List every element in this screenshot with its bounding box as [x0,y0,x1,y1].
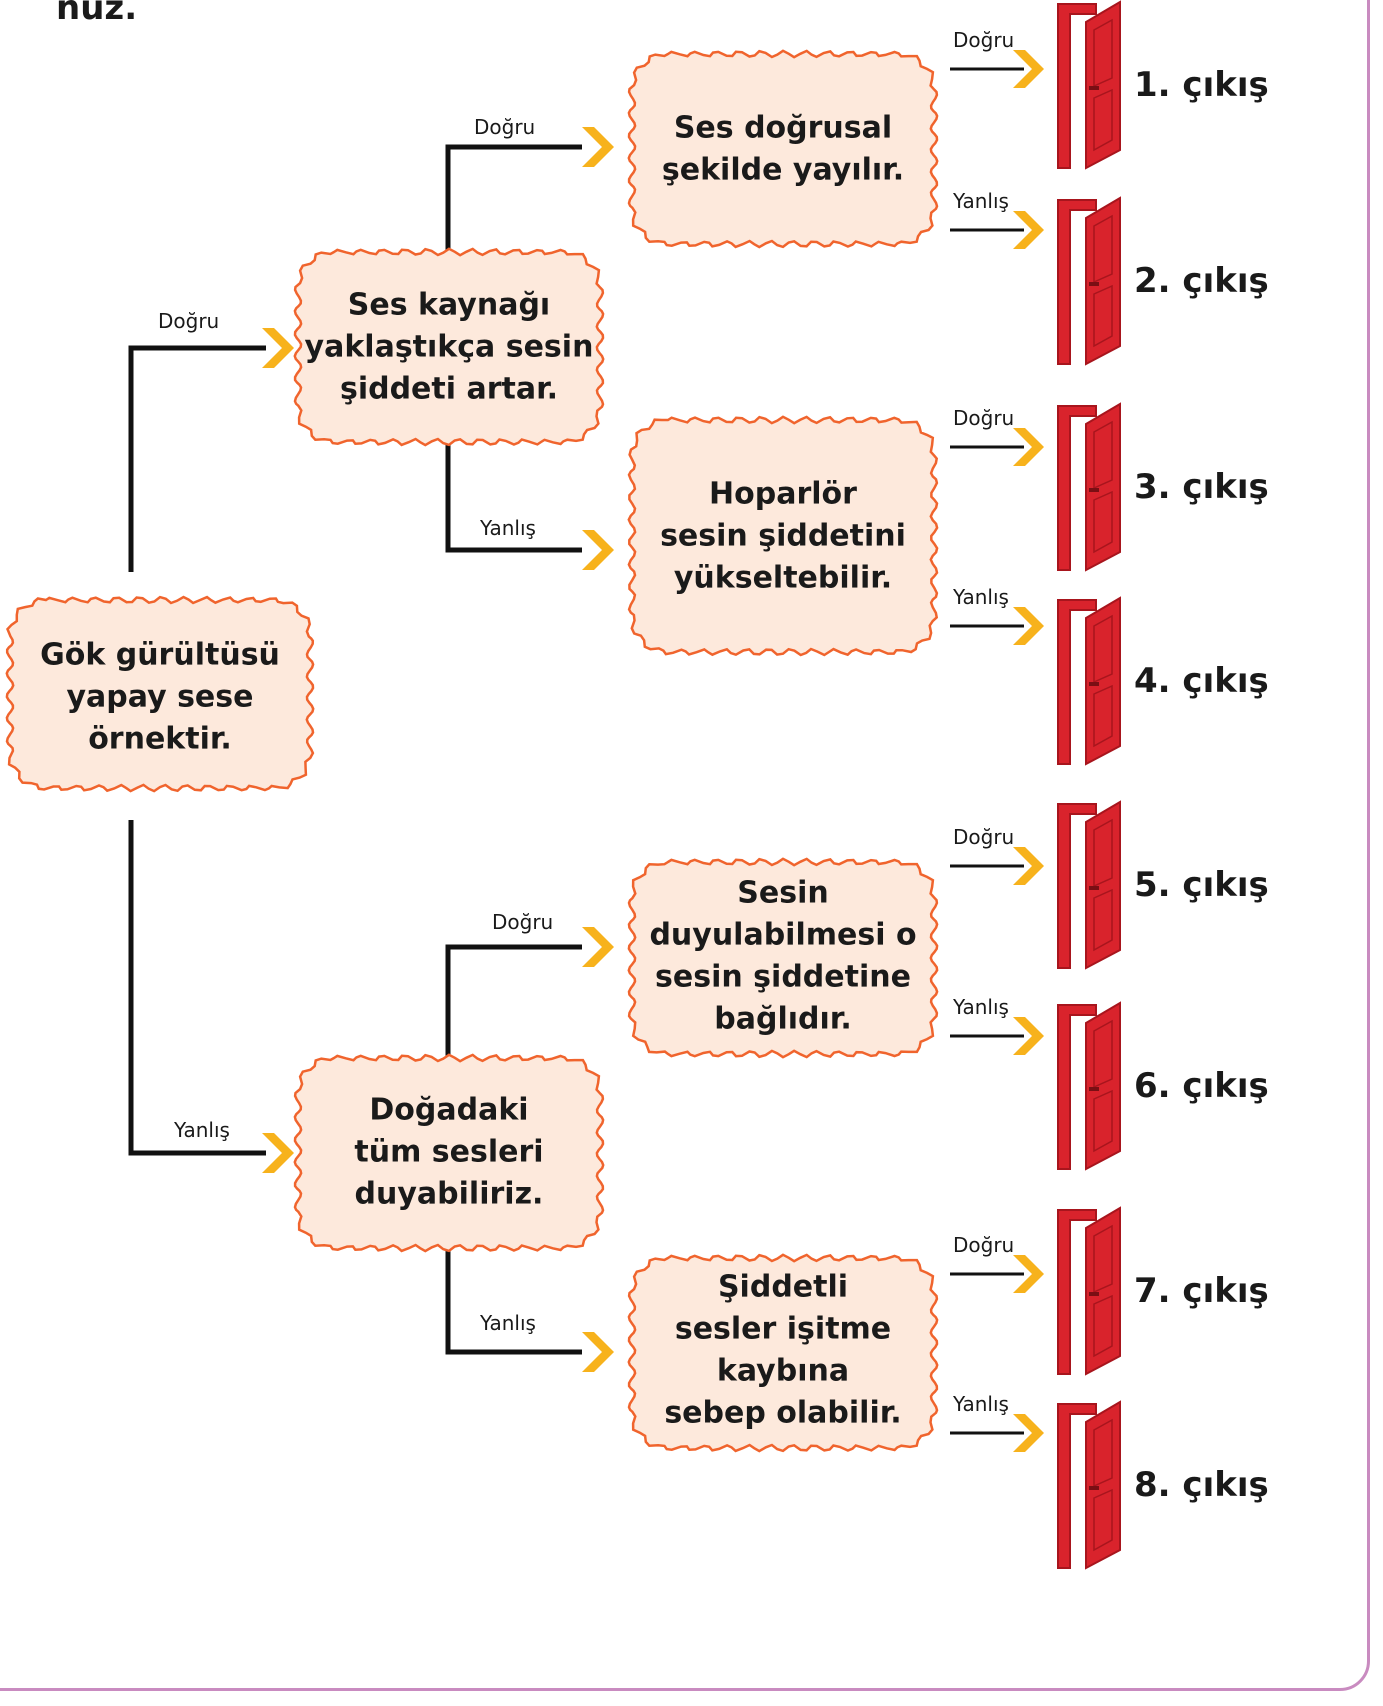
arrow-head [582,927,614,967]
box-text-line: Gök gürültüsü [40,638,280,673]
statement-box-root: Gök gürültüsü yapay sese örnektir. [5,595,315,793]
door-icon [1057,0,1121,170]
statement-box-l1-true: Ses kaynağı yaklaştıkça sesin şiddeti arta… [293,247,605,447]
statement-box-l2-d: Şiddetli sesler işitme kaybına sebep olabil… [627,1253,939,1453]
box-text-line: yapay sese [66,680,253,715]
door-icon [1057,196,1121,366]
statement-box-l2-c: Sesin duyulabilmesi o sesin şiddetine bağlı… [627,857,939,1059]
box-outline [627,1253,939,1453]
box-text-line: örnektir. [88,722,232,757]
arrow-head [262,328,294,368]
exit-label-4: 4. çıkış [1134,661,1269,701]
exit-labels: 1. çıkış 2. çıkış 3. çıkış 4. çıkış 5. çıkış… [1134,65,1269,1505]
branch-labels: DoğruYanlışDoğruYanlışDoğruYanlışDoğruYa… [158,28,1014,1416]
statement-box-l2-a: Ses doğrusal şekilde yayılır. [627,49,939,249]
door-icon [1057,1400,1121,1570]
branch-label-dogru: Doğru [953,1233,1014,1257]
box-text-line: Doğadaki [369,1093,528,1128]
branch-label-dogru: Doğru [158,309,219,333]
arrow-head [582,1332,614,1372]
door-icon [1057,1001,1121,1171]
box-outline [627,415,939,657]
door-icon [1057,1206,1121,1376]
arrow-head [582,127,614,167]
exit-label-3: 3. çıkış [1134,467,1269,507]
box-text-line: Ses kaynağı [348,288,550,323]
door-icon [1057,596,1121,766]
box-text-line: şekilde yayılır. [662,153,904,188]
box-text-line: Şiddetli [718,1270,848,1305]
exit-label-2: 2. çıkış [1134,261,1269,301]
arrow-head [582,530,614,570]
branch-label-dogru: Doğru [474,115,535,139]
box-text-line: tüm sesleri [354,1135,543,1170]
box-text-line: duyulabilmesi o [649,918,916,953]
connector-line [445,144,582,252]
exit-label-8: 8. çıkış [1134,1465,1269,1505]
box-text-line: şiddeti artar. [340,372,558,407]
arrow-head [262,1133,294,1173]
box-outline [627,857,939,1059]
door-icon [1057,402,1121,572]
exit-doors [1057,0,1121,1570]
box-outline [627,49,939,249]
arrow-head [1013,607,1044,645]
box-outline [5,595,315,793]
connector-line [128,820,266,1156]
box-text-line: sesin şiddetine [655,960,911,995]
branch-label-yanlis: Yanlış [173,1118,230,1142]
box-text-line: Hoparlör [709,477,857,512]
branch-label-yanlis: Yanlış [952,995,1009,1019]
exit-label-5: 5. çıkış [1134,865,1269,905]
intro-text: nuz. [56,0,138,28]
statement-box-l1-false: Doğadaki tüm sesleri duyabiliriz. [293,1053,605,1253]
arrow-head [1013,428,1044,466]
box-text-line: yaklaştıkça sesin [305,330,594,365]
arrow-head [1013,1414,1044,1452]
box-text-line: bağlıdır. [714,1002,851,1037]
exit-label-6: 6. çıkış [1134,1066,1269,1106]
box-outline [293,1053,605,1253]
arrow-head [1013,50,1044,88]
branch-label-yanlis: Yanlış [952,1392,1009,1416]
box-text-line: Ses doğrusal [674,111,892,146]
box-text-line: sebep olabilir. [664,1396,901,1431]
door-icon [1057,800,1121,970]
connector-line [445,944,582,1058]
box-text-line: sesler işitme [675,1312,891,1347]
box-text-line: duyabiliriz. [355,1177,544,1212]
branch-label-yanlis: Yanlış [479,1311,536,1335]
branch-label-dogru: Doğru [492,910,553,934]
connector-lines [128,67,1024,1435]
exit-label-1: 1. çıkış [1134,65,1269,105]
box-text-line: sesin şiddetini [660,519,906,554]
branch-label-yanlis: Yanlış [952,585,1009,609]
arrow-head [1013,847,1044,885]
box-outline [293,247,605,447]
box-text-line: kaybına [717,1354,849,1389]
exit-label-7: 7. çıkış [1134,1271,1269,1311]
connector-line [445,442,582,553]
branch-label-yanlis: Yanlış [479,516,536,540]
arrow-head [1013,1017,1044,1055]
connector-line [128,345,266,572]
statement-boxes: Gök gürültüsü yapay sese örnektir. Ses kayn… [5,49,939,1453]
connector-line [445,1248,582,1355]
branch-label-dogru: Doğru [953,825,1014,849]
box-text-line: Sesin [737,876,828,911]
arrow-heads [262,50,1044,1452]
branch-label-dogru: Doğru [953,28,1014,52]
branch-label-yanlis: Yanlış [952,189,1009,213]
statement-box-l2-b: Hoparlör sesin şiddetini yükseltebilir. [627,415,939,657]
box-text-line: yükseltebilir. [674,561,892,596]
arrow-head [1013,1255,1044,1293]
branch-label-dogru: Doğru [953,406,1014,430]
arrow-head [1013,211,1044,249]
